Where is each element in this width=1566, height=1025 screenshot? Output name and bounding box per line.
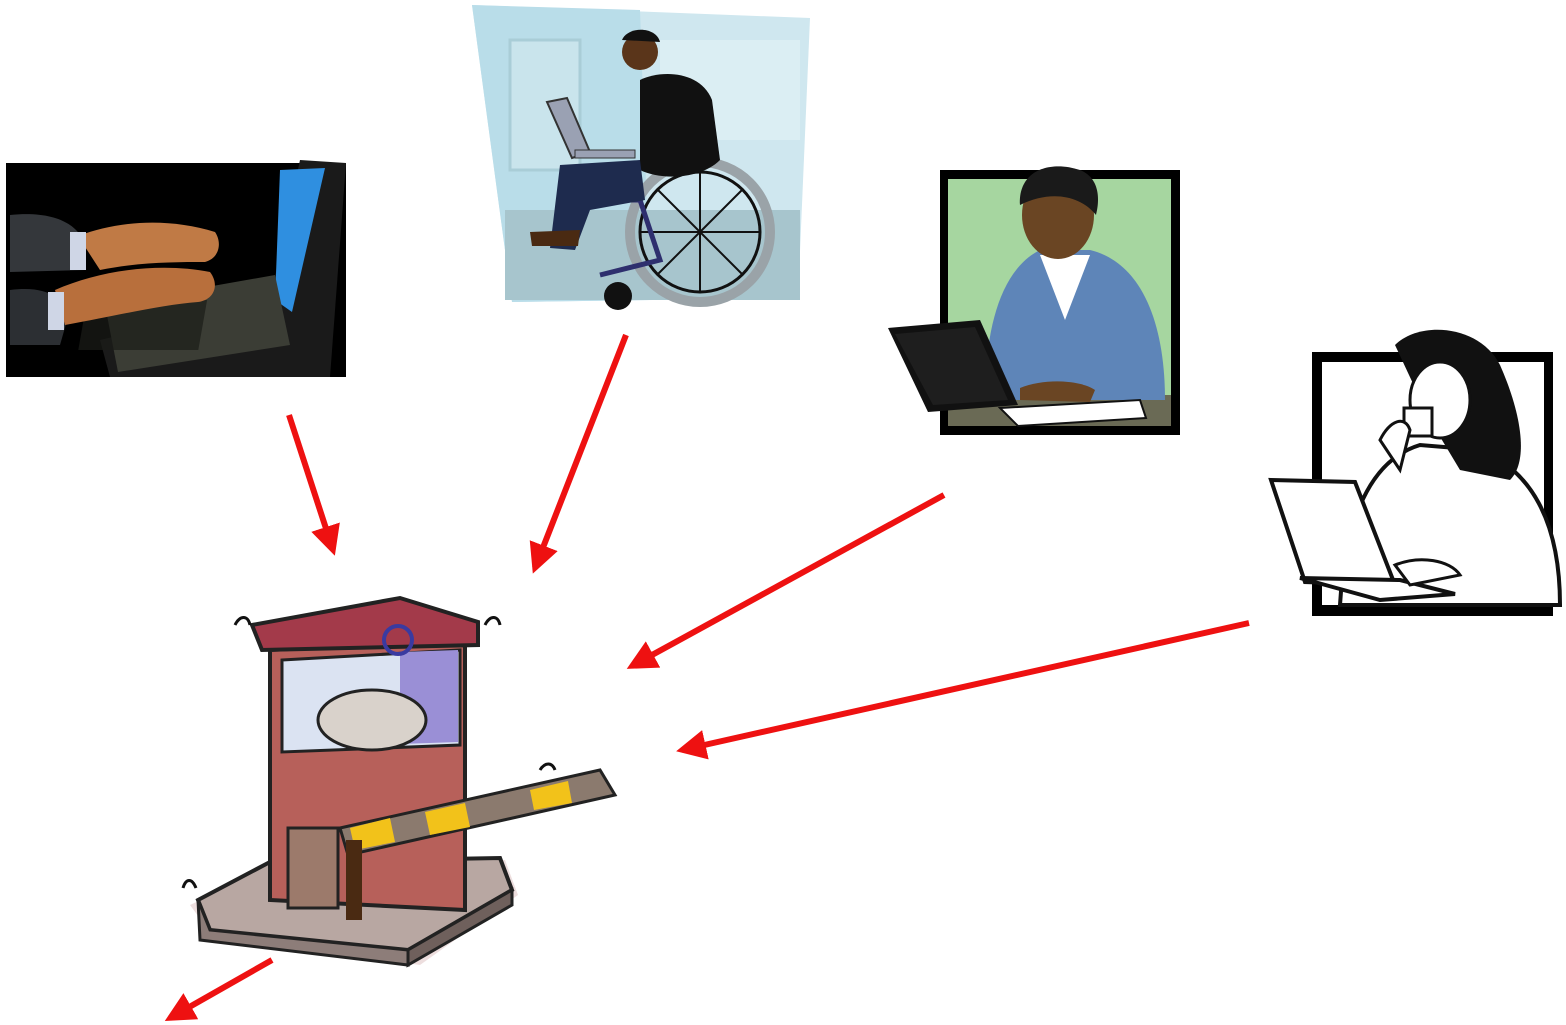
arrow-wheelchair-user-to-gatekeeper bbox=[535, 335, 626, 568]
arrow-gatekeeper-to-outside bbox=[170, 960, 272, 1018]
arrow-typing-hands-to-gatekeeper bbox=[289, 415, 333, 550]
hands-typing-on-laptop-icon bbox=[6, 160, 346, 377]
security-guard-booth-with-barrier-gate-icon bbox=[183, 598, 615, 965]
man-working-at-laptop-icon bbox=[888, 166, 1180, 435]
man-in-wheelchair-with-laptop-icon bbox=[472, 5, 810, 310]
woman-drinking-coffee-at-laptop-icon bbox=[1271, 330, 1560, 616]
arrow-woman-with-coffee-to-gatekeeper bbox=[682, 623, 1249, 750]
arrow-man-at-laptop-to-gatekeeper bbox=[632, 495, 944, 666]
